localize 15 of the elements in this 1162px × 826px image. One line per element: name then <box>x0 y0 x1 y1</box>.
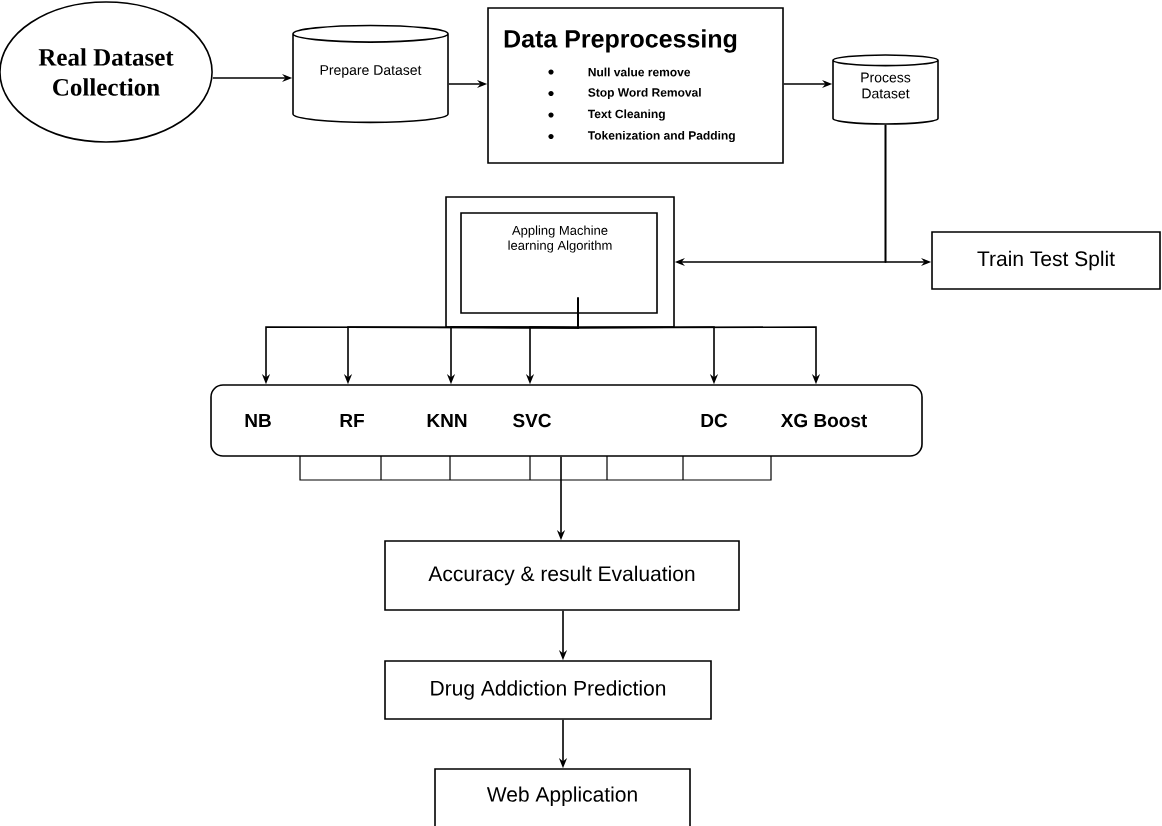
database-cylinder: Prepare Dataset <box>292 24 449 124</box>
algorithm-label: SVC <box>513 413 551 428</box>
algorithm-label: KNN <box>427 413 467 428</box>
algorithm-label: DC <box>701 413 728 428</box>
process-box: Accuracy & result Evaluation <box>384 540 740 611</box>
process-box: Data Preprocessing Null value remove Stop Word Removal Text Cleaning Tokenization and Padding <box>487 7 784 164</box>
database-cylinder: Process Dataset <box>832 54 939 125</box>
algorithm-label: RF <box>340 413 364 428</box>
process-box: Drug Addiction Prediction <box>384 660 712 720</box>
algorithm-label: XG Boost <box>780 413 868 428</box>
algorithm-label: NB <box>245 413 271 428</box>
process-box: Train Test Split <box>931 231 1161 290</box>
algorithm-panel <box>210 384 923 457</box>
process-box: Appling Machine learning Algorithm <box>445 196 675 328</box>
process-box: Web Application <box>434 768 691 826</box>
